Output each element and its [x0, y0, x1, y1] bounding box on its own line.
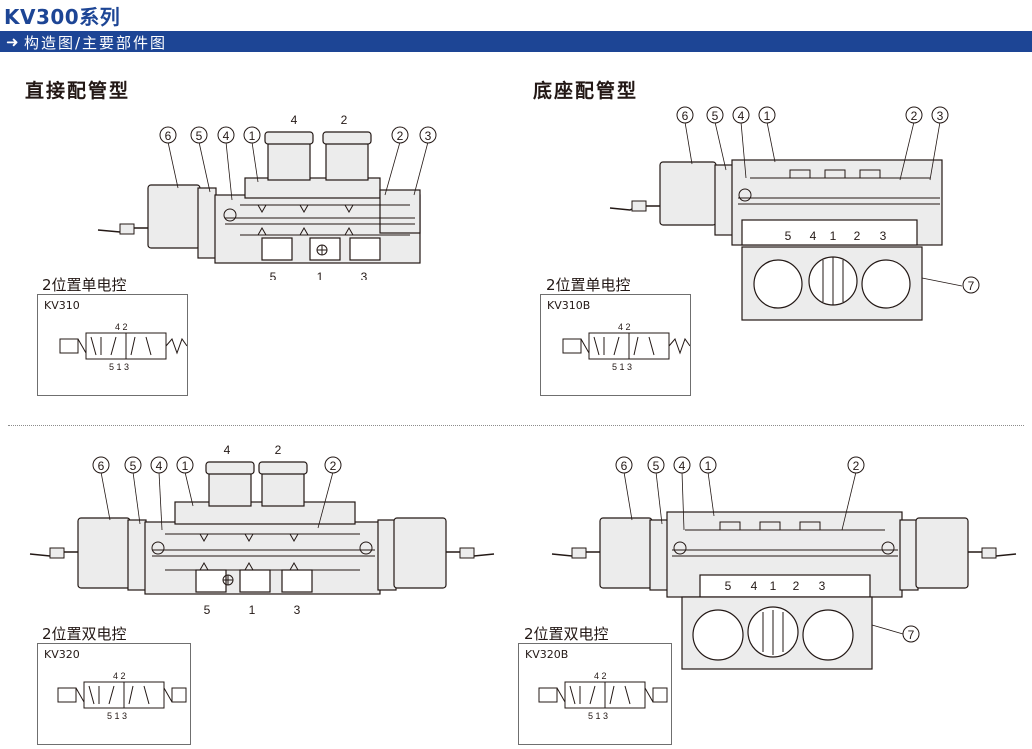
valve-diagram-kv310b: 6 5 4 1 2 3 7 5 4 1 2 3 — [609, 106, 980, 321]
callout: 2 — [330, 459, 337, 473]
valve-diagram-kv320b: 6 5 4 1 2 7 5 4 1 2 3 — [551, 456, 1017, 670]
port-label: 5 — [204, 603, 211, 617]
callout: 2 — [397, 129, 404, 143]
symbol-ports-bottom: 5 1 3 — [109, 362, 129, 372]
callout: 1 — [705, 459, 712, 473]
model-label: KV310B — [547, 299, 591, 312]
caption-kv320: 2位置双电控 — [42, 625, 127, 643]
symbol-ports-bottom: 5 1 3 — [107, 711, 127, 721]
port-label: 2 — [275, 443, 282, 457]
callout: 4 — [156, 459, 163, 473]
symbol-ports-top: 4 2 — [594, 671, 607, 681]
port-label: 3 — [294, 603, 301, 617]
callout: 2 — [911, 109, 918, 123]
caption-kv310b: 2位置单电控 — [546, 276, 631, 294]
model-label: KV320B — [525, 648, 569, 661]
direct-piping-title: 直接配管型 — [25, 80, 131, 102]
symbol-ports-top: 4 2 — [113, 671, 126, 681]
callout: 2 — [853, 459, 860, 473]
callout: 4 — [738, 109, 745, 123]
caption-kv320b: 2位置双电控 — [524, 625, 609, 643]
valve-symbol: 4 2 5 1 3 — [59, 322, 187, 372]
symbol-ports-bottom: 5 1 3 — [588, 711, 608, 721]
callout: 6 — [165, 129, 172, 143]
port-label: 4 — [224, 443, 231, 457]
series-title: KV300系列 — [4, 5, 121, 29]
caption-kv310: 2位置单电控 — [42, 276, 127, 294]
callout: 4 — [679, 459, 686, 473]
symbol-box-kv320: KV320 4 2 5 1 3 — [37, 643, 191, 745]
section-divider — [8, 425, 1024, 426]
callout: 5 — [130, 459, 137, 473]
model-label: KV310 — [44, 299, 80, 312]
port-label: 1 — [830, 229, 837, 243]
port-label: 3 — [880, 229, 887, 243]
port-label: 5 — [725, 579, 732, 593]
arrow-right-icon: ➜ — [6, 33, 19, 51]
valve-symbol: 4 2 5 1 3 — [538, 671, 668, 721]
section-bar: ➜ 构造图/主要部件图 — [0, 31, 1032, 52]
port-label: 4 — [810, 229, 817, 243]
valve-diagram-kv310: 6 5 4 1 2 3 4 2 5 1 3 — [97, 113, 437, 280]
callout: 5 — [653, 459, 660, 473]
port-label: 2 — [341, 113, 348, 127]
port-label: 1 — [770, 579, 777, 593]
callout: 6 — [621, 459, 628, 473]
port-label: 2 — [793, 579, 800, 593]
symbol-box-kv310b: KV310B 4 2 5 1 3 — [540, 294, 691, 396]
port-label: 5 — [270, 270, 277, 280]
valve-symbol: 4 2 5 1 3 — [57, 671, 187, 721]
symbol-ports-top: 4 2 — [618, 322, 631, 332]
symbol-box-kv320b: KV320B 4 2 5 1 3 — [518, 643, 672, 745]
port-label: 3 — [361, 270, 368, 280]
port-label: 3 — [819, 579, 826, 593]
section-title: 构造图/主要部件图 — [24, 34, 168, 52]
callout: 7 — [968, 279, 975, 293]
symbol-box-kv310: KV310 4 2 5 1 3 — [37, 294, 188, 396]
callout: 1 — [182, 459, 189, 473]
callout: 3 — [937, 109, 944, 123]
model-label: KV320 — [44, 648, 80, 661]
valve-symbol: 4 2 5 1 3 — [562, 322, 690, 372]
callout: 5 — [196, 129, 203, 143]
callout: 6 — [98, 459, 105, 473]
symbol-ports-bottom: 5 1 3 — [612, 362, 632, 372]
symbol-ports-top: 4 2 — [115, 322, 128, 332]
port-label: 1 — [317, 270, 324, 280]
callout: 6 — [682, 109, 689, 123]
port-label: 4 — [291, 113, 298, 127]
port-label: 1 — [249, 603, 256, 617]
port-label: 2 — [854, 229, 861, 243]
callout: 5 — [712, 109, 719, 123]
callout: 4 — [223, 129, 230, 143]
base-piping-title: 底座配管型 — [533, 80, 639, 102]
valve-diagram-kv320: 6 5 4 1 2 4 2 5 1 3 — [29, 443, 495, 617]
port-label: 4 — [751, 579, 758, 593]
callout: 1 — [249, 129, 256, 143]
callout: 7 — [908, 628, 915, 642]
callout: 3 — [425, 129, 432, 143]
port-label: 5 — [785, 229, 792, 243]
callout: 1 — [764, 109, 771, 123]
